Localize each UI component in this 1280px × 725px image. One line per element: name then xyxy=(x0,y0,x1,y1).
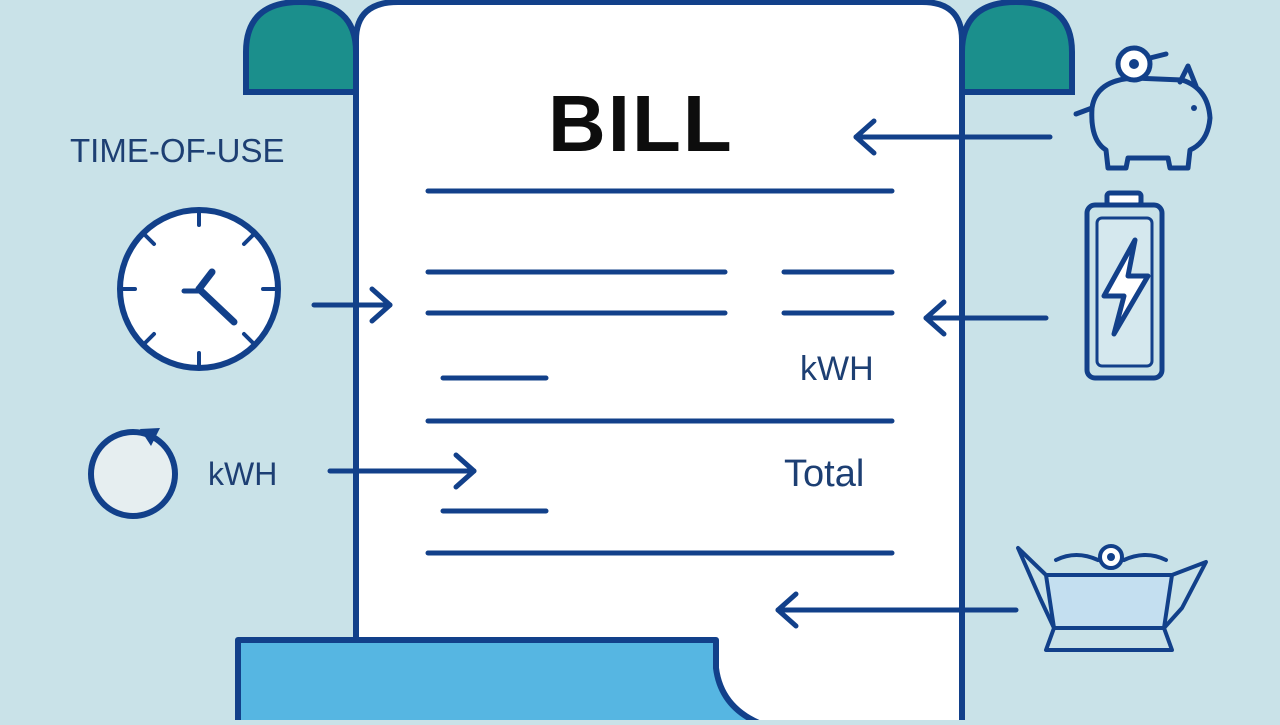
clock-icon xyxy=(117,207,281,371)
bill-total-label: Total xyxy=(784,453,865,495)
scroll-cap-left xyxy=(243,0,359,95)
bill-lines xyxy=(425,188,895,556)
scroll-cap-right xyxy=(959,0,1075,95)
arrow-appliance-to-bill xyxy=(775,591,1019,629)
arrow-clock-to-bill xyxy=(311,286,393,324)
battery-bolt-icon xyxy=(1084,190,1165,381)
bill-kwh-label: kWH xyxy=(800,350,874,388)
kwh-label: kWH xyxy=(208,456,278,492)
arrow-battery-to-bill xyxy=(923,299,1049,337)
bill-title: BILL xyxy=(548,79,734,168)
refresh-circle-icon xyxy=(88,428,178,519)
arrow-piggy-bank-to-bill xyxy=(853,118,1053,156)
arrow-kwh-to-bill xyxy=(327,452,477,490)
time-of-use-label: TIME-OF-USE xyxy=(70,132,285,169)
piggy-bank-icon xyxy=(1073,45,1213,171)
appliance-tray-icon xyxy=(1016,544,1208,652)
scroll-bottom-curl xyxy=(235,637,774,725)
bill-paper xyxy=(353,0,965,725)
